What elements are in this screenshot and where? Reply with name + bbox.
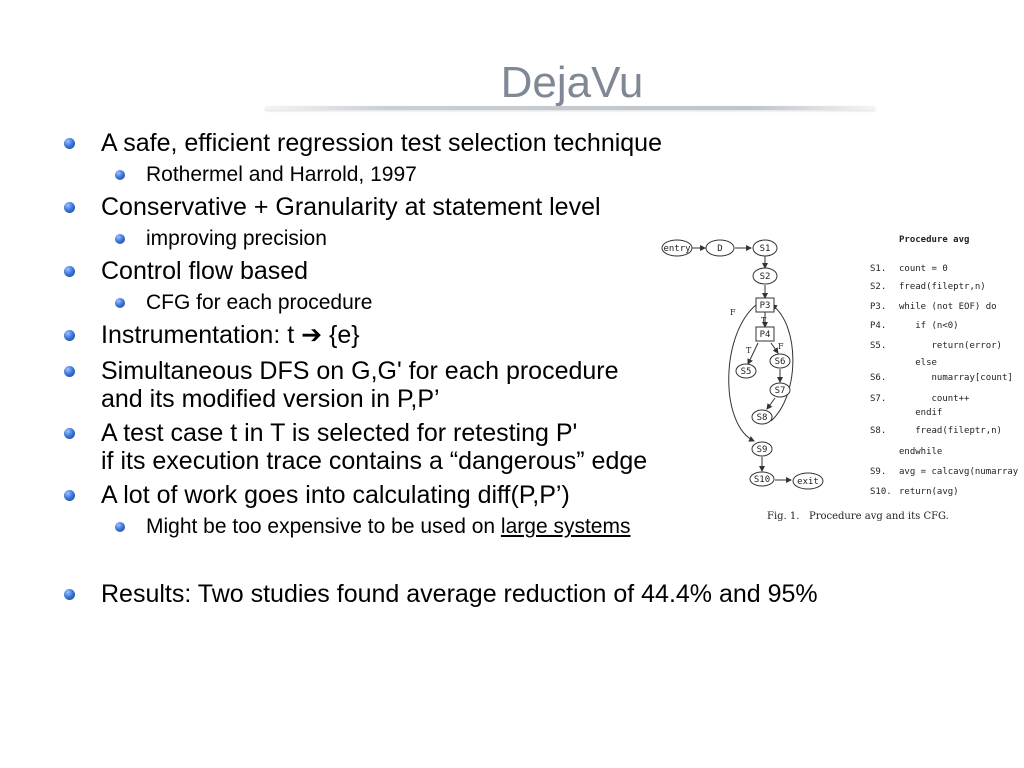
node-s10-label: S10 [754,475,770,485]
bullet-icon [64,202,75,213]
node-s6 [769,353,791,369]
node-s8 [751,409,773,425]
bullet-icon [64,589,75,600]
bullet-results: Results: Two studies found average reduc… [101,580,818,608]
code-line-text: endwhile [899,447,942,457]
code-line-text: count = 0 [899,264,948,274]
node-s1-label: S1 [760,244,771,254]
node-s5-label: S5 [741,367,752,377]
slide-title: DejaVu [500,58,644,107]
bullet-diff-work: A lot of work goes into calculating diff… [101,481,570,509]
bullet-control-flow: Control flow based [101,257,309,285]
code-line-label: S5. [870,341,886,351]
node-s2-label: S2 [760,272,771,282]
sub-bullet-icon [115,170,125,180]
title-underline [265,106,875,110]
code-line-text: return(avg) [899,487,959,497]
code-line-label: S2. [870,282,886,292]
code-line-text: endif [899,408,942,418]
node-s6-label: S6 [775,357,786,367]
dfs-line-2: and its modified version in P,P’ [101,385,440,413]
node-d [705,239,735,257]
node-p3 [755,297,775,313]
node-entry [661,239,693,257]
code-lines: S1. count = 0 S2. fread(fileptr,n) P3. while … [870,264,1019,497]
cfg-edge-labels: T F T F [730,308,784,355]
node-s9 [751,441,773,457]
bullet-regression-technique: A safe, efficient regression test select… [101,129,662,157]
node-s10 [749,471,775,487]
bullet-test-selection: A test case t in T is selected for retes… [101,419,647,475]
code-line-text: count++ [899,394,970,404]
sub-bullet-authors: Rothermel and Harrold, 1997 [146,163,417,186]
instrumentation-set: {e} [322,321,360,349]
code-line-label: P3. [870,302,886,312]
code-line-text: fread(fileptr,n) [899,282,986,292]
node-d-label: D [717,244,722,254]
sub-bullet-icon [115,298,125,308]
cfg-nodes: entry D S1 S2 P3 P4 S5 S6 S7 S8 S9 S10 e… [661,239,824,490]
sub-bullet-precision: improving precision [146,227,327,250]
node-s7 [769,382,791,398]
code-line-label: S7. [870,394,886,404]
node-s1 [752,239,778,257]
bullet-icon [64,330,75,341]
node-s7-label: S7 [775,386,786,396]
edge-label-f-p3: F [730,308,736,317]
dfs-line-1: Simultaneous DFS on G,G' for each proced… [101,357,619,385]
node-s8-label: S8 [757,413,768,423]
code-line-label: S1. [870,264,886,274]
code-line-label: S10. [870,487,892,497]
code-line-text: numarray[count] [899,373,1013,383]
bullet-icon [64,366,75,377]
node-exit-label: exit [797,477,819,487]
cfg-edges [692,245,794,483]
figure-caption: Fig. 1. Procedure avg and its CFG. [767,511,949,522]
node-s2 [752,267,778,285]
bullet-icon [64,428,75,439]
code-line-text: else [899,358,937,368]
code-line-text: while (not EOF) do [899,302,997,312]
code-line-label: S6. [870,373,886,383]
code-line-text: if (n<0) [899,321,959,331]
cfg-diagram: entry D S1 S2 P3 P4 S5 S6 S7 S8 S9 S10 e… [661,235,1019,522]
node-s9-label: S9 [757,445,768,455]
edge-label-t-p4: T [746,346,752,355]
bullet-icon [64,266,75,277]
edge-label-t-p3: T [761,316,767,325]
code-title: Procedure avg [899,235,969,245]
code-line-text: avg = calcavg(numarray [899,467,1019,477]
code-listing: Procedure avg S1. count = 0 S2. fread(filep… [870,235,1019,497]
node-s5 [735,363,757,379]
instrumentation-text: Instrumentation: t [101,321,302,349]
code-line-text: return(error) [899,341,1002,351]
node-p3-label: P3 [760,301,771,311]
code-line-label: S8. [870,426,886,436]
cfg-figure: entry D S1 S2 P3 P4 S5 S6 S7 S8 S9 S10 e… [650,225,1024,530]
node-entry-label: entry [663,244,691,254]
bullet-icon [64,490,75,501]
code-line-label: P4. [870,321,886,331]
edge-label-f-p4: F [778,342,784,351]
node-exit [792,472,824,490]
bullet-dfs: Simultaneous DFS on G,G' for each proced… [101,357,619,413]
code-line-label: S9. [870,467,886,477]
bullet-icon [64,138,75,149]
sub-bullet-icon [115,522,125,532]
sub-bullet-cfg: CFG for each procedure [146,291,373,314]
sub-bullet-expensive: Might be too expensive to be used on lar… [146,515,630,539]
selection-line-2: if its execution trace contains a “dange… [101,447,648,475]
arrow-icon: ➔ [301,321,323,349]
selection-line-1: A test case t in T is selected for retes… [101,419,578,447]
code-line-text: fread(fileptr,n) [899,426,1002,436]
expensive-text: Might be too expensive to be used on [146,515,501,538]
bullet-instrumentation: Instrumentation: t ➔ {e} [101,321,360,349]
node-p4-label: P4 [760,330,771,340]
large-systems-link[interactable]: large systems [500,515,631,538]
bullet-conservative: Conservative + Granularity at statement … [101,193,601,221]
sub-bullet-icon [115,234,125,244]
node-p4 [755,326,775,342]
